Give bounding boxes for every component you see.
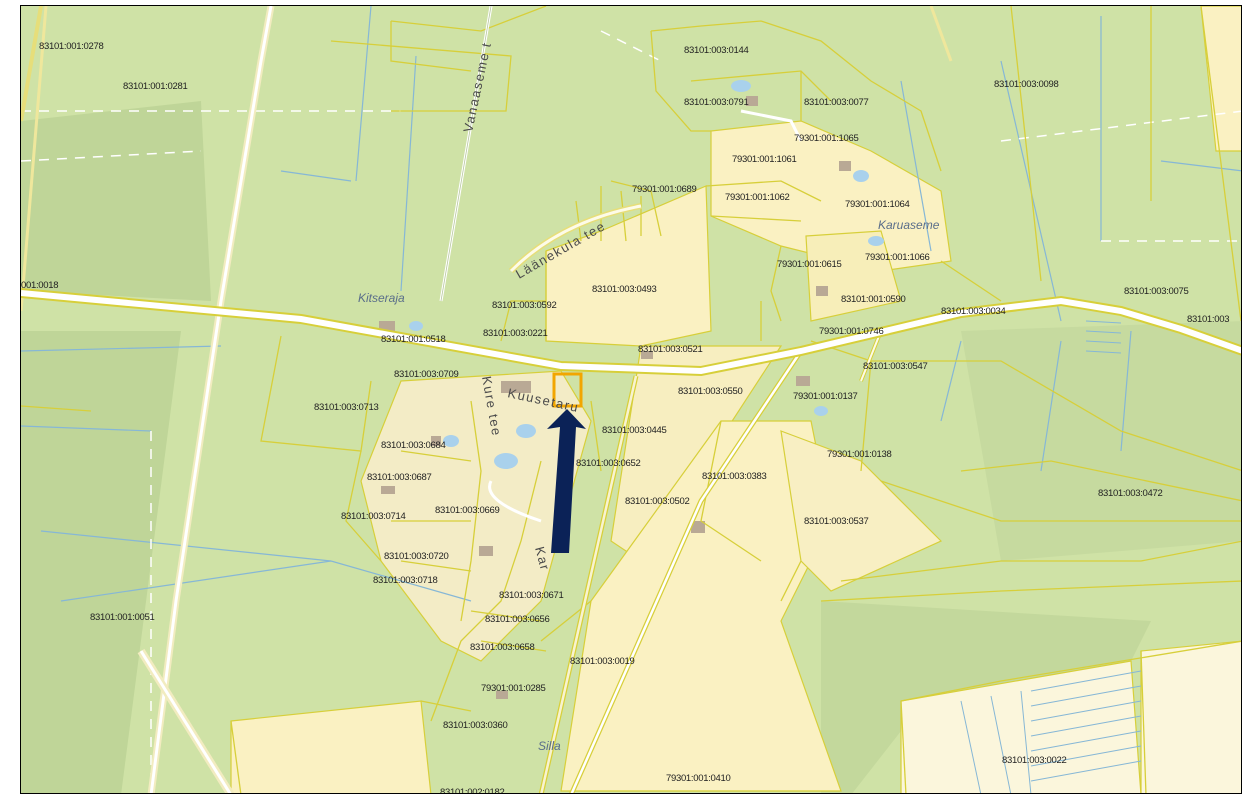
parcel-label: 83101:003:0077 [804,97,868,108]
secondary-roads [21,6,953,793]
parcel-label: 83101:003:0537 [804,516,868,527]
parcel-label: 83101:003:0075 [1124,286,1188,297]
parcel-label: 83101:003:0714 [341,511,405,522]
parcel-label: 83101:003:0034 [941,306,1005,317]
parcel-label: 83101:003:0720 [384,551,448,562]
main-road [21,288,1241,377]
parcel-label: 83101:001:0281 [123,81,187,92]
parcel-label: 83101:003:0019 [570,656,634,667]
parcel-label: 83101:003:0098 [994,79,1058,90]
parcel-label: 79301:001:0138 [827,449,891,460]
parcel-label: 83101:002:0182 [440,787,504,794]
parcel-label: 83101:003:0684 [381,440,445,451]
field-hatching [960,320,1142,793]
parcel-label: 83101:001:0278 [39,41,103,52]
parcel-label: 83101:001:0051 [90,612,154,623]
buildings [379,96,851,699]
pointer-arrow [547,409,586,553]
parcel-label: 83101:003:0718 [373,575,437,586]
parcel-label: 83101:003:0502 [625,496,689,507]
parcel-label: 83101:003:0658 [470,642,534,653]
parcel-label: 001:0018 [21,280,58,291]
parcel-label: 83101:003:0656 [485,614,549,625]
parcel-label: 79301:001:1066 [865,252,929,263]
parcel-label: 83101:003:0592 [492,300,556,311]
parcel-label: 79301:001:1062 [725,192,789,203]
parcel-label: 79301:001:0285 [481,683,545,694]
parcel-label: 83101:003:0652 [576,458,640,469]
parcel-label: 83101:003:0221 [483,328,547,339]
parcel-label: 83101:003:0671 [499,590,563,601]
parcel-label: 83101:003:0493 [592,284,656,295]
parcel-label: 83101:003:0472 [1098,488,1162,499]
cadastral-map[interactable]: Kitseraja Karuaseme Silla Vanaaseme t Lä… [21,6,1242,794]
ponds [409,80,884,469]
residential-areas [230,6,1241,793]
place-label-silla: Silla [538,739,561,753]
parcel-label: 83101:001:0518 [381,334,445,345]
parcel-label: 83101:003:0521 [638,344,702,355]
parcel-label: 83101:003:0445 [602,425,666,436]
parcel-label: 83101:003:0550 [678,386,742,397]
parcel-label: 83101:003:0791 [684,97,748,108]
parcel-labels: 83101:001:0278 83101:001:0281 83101:003:01… [21,41,1230,794]
parcel-label: 83101:003:0383 [702,471,766,482]
parcel-label: 79301:001:1064 [845,199,909,210]
map-frame[interactable]: Kitseraja Karuaseme Silla Vanaaseme t Lä… [20,5,1242,794]
parcel-label: 83101:003:0022 [1002,755,1066,766]
parcel-label: 79301:001:0689 [632,184,696,195]
parcel-label: 79301:001:1065 [794,133,858,144]
parcel-label: 83101:003:0687 [367,472,431,483]
parcel-label: 83101:001:0590 [841,294,905,305]
highlighted-parcel[interactable] [552,372,583,408]
parcel-label: 79301:001:0615 [777,259,841,270]
parcel-label: 83101:003 [1187,314,1229,325]
parcel-label: 83101:003:0547 [863,361,927,372]
parcel-boundaries [21,6,1241,793]
parcel-label: 79301:001:0137 [793,391,857,402]
parcel-label: 83101:003:0669 [435,505,499,516]
parcel-label: 83101:003:0713 [314,402,378,413]
place-label-karuaseme: Karuaseme [878,218,940,232]
parcel-label: 79301:001:1061 [732,154,796,165]
parcel-label: 83101:003:0709 [394,369,458,380]
parcel-label: 79301:001:0410 [666,773,730,784]
road-label-kar: Kar [532,545,553,573]
field-divisions [21,30,1241,793]
parcel-label: 83101:003:0360 [443,720,507,731]
place-labels: Kitseraja Karuaseme Silla [358,218,940,753]
parcel-label: 83101:003:0144 [684,45,748,56]
place-label-kitseraja: Kitseraja [358,291,405,305]
parcel-label: 79301:001:0746 [819,326,883,337]
